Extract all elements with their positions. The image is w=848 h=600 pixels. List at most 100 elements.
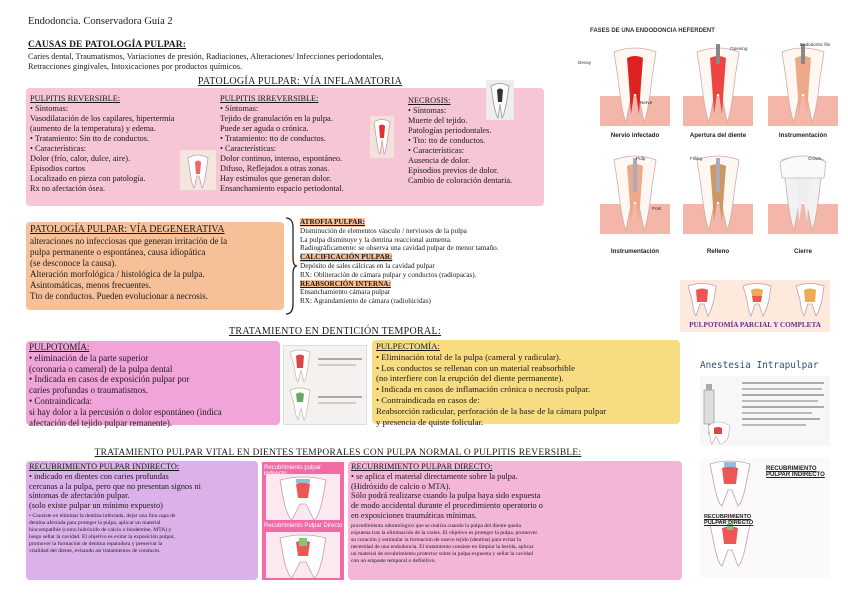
text-line: Reabsorción radicular, perforación de la… [376, 405, 607, 416]
text-line: Depósito de sales cálcicas en la cavidad… [300, 261, 435, 270]
causas-line: Caries dental, Traumatismos, Variaciones… [28, 52, 384, 61]
text-line: su curación y estimular la formación de … [351, 536, 521, 543]
text-line: promover la formación de dentina reparad… [29, 540, 163, 547]
text-line: Puede ser aguda o crónica. [220, 124, 309, 133]
text-line: síntomas de afectación pulpar. [29, 491, 130, 501]
pulpotomia: PULPOTOMÍA: • eliminación de la parte su… [29, 342, 279, 428]
fase-caption: Nervio infectado [610, 132, 660, 139]
reabsorcion-title: REABSORCIÓN INTERNA: [300, 279, 391, 289]
fase-tooth-icon [683, 44, 753, 126]
vital-heading: TRATAMIENTO PULPAR VITAL EN DIENTES TEMP… [94, 448, 582, 458]
causas-line: Retracciones gingivales, Intoxicaciones … [28, 62, 243, 71]
text-line: • Tratamiento: Sin tto de conductos. [30, 134, 150, 143]
anestesia-syringe-icon [703, 382, 824, 445]
text-line: Patologías periodontales. [408, 126, 492, 135]
pulpectomia-lines: • Eliminación total de la pulpa (cameral… [376, 352, 678, 428]
irreversible-lines: • Síntomas:Tejido de granulación en la p… [220, 104, 390, 194]
indirecto-lines: • indicado en dientes con caries profund… [29, 472, 257, 511]
degenerativa-heading: PATOLOGÍA PULPAR: VÍA DEGENERATIVA [30, 224, 225, 235]
text-line: necesidad de una endodoncia. El tratamie… [351, 543, 534, 550]
text-line: expuesta tras la eliminación de la carie… [351, 529, 538, 536]
text-line: Tejido de granulación en la pulpa. [220, 114, 333, 123]
text-line: Sólo podrá realizarse cuando la pulpa ha… [351, 491, 541, 501]
text-line: Episodios cortos [30, 164, 86, 173]
text-line: • se aplica el material directamente sob… [351, 471, 518, 481]
necrosis-title: NECROSIS: [408, 96, 451, 105]
pulpotomia-title: PULPOTOMÍA: [29, 342, 90, 352]
fase-caption: Instrumentación [610, 248, 660, 255]
text-line: • Síntomas: [30, 104, 69, 113]
pulpectomia: PULPECTOMÍA: • Eliminación total de la p… [376, 341, 678, 427]
text-line: Muerte del tejido. [408, 116, 468, 125]
fase-caption: Apertura del diente [689, 132, 747, 139]
fase-label: Pulp [636, 156, 646, 161]
fase-caption: Cierre [794, 248, 812, 255]
reversible-title: PULPITIS REVERSIBLE: [30, 94, 121, 103]
pulpotomia-image [283, 345, 367, 425]
rec-dir-tooth-icon [266, 532, 340, 578]
text-line: (no interfiere con la erupción del dient… [376, 373, 564, 384]
fase-caption: Instrumentación [778, 132, 828, 139]
directo-box [348, 461, 682, 580]
pulpectomia-box [372, 340, 680, 424]
anestesia-title: Anestesia Intrapulpar [700, 360, 819, 371]
fase-label: Endodontic file [800, 42, 831, 47]
pulpotomia-lines: • eliminación de la parte superior(coron… [29, 353, 279, 429]
degenerativa-types: ATROFIA PULPAR: Disminución de elementos… [300, 218, 580, 306]
pulpotomia-teeth-icon [687, 283, 825, 317]
recubrimiento-figure: RECUBRIMIENTO PULPAR INDIRECTO RECUBRIMI… [700, 458, 830, 578]
text-line: (aumento de la temperatura) y edema. [30, 124, 156, 133]
text-line: Ausencia de dolor. [408, 156, 470, 165]
fase-label: Decay [578, 60, 592, 65]
text-line: • Características: [30, 144, 87, 153]
temporal-heading: TRATAMIENTO EN DENTICIÓN TEMPORAL: [228, 326, 442, 337]
text-line: Ensanchamiento espacio periodontal. [220, 184, 344, 193]
text-line: si hay dolor a la percusión o dolor espo… [29, 406, 222, 417]
document-title: Endodoncia. Conservadora Guía 2 [28, 16, 173, 27]
text-line: • Consiste en eliminar la dentina infect… [29, 512, 176, 519]
pulpotomia-box [26, 341, 280, 425]
pulpectomia-title: PULPECTOMÍA: [376, 341, 440, 351]
fase-label: Post [652, 206, 662, 211]
text-line: • Características: [408, 146, 465, 155]
irreversible-title: PULPITIS IRREVERSIBLE: [220, 94, 319, 103]
fase-label: Crown [808, 156, 822, 161]
pulpitis-irreversible: PULPITIS IRREVERSIBLE: • Síntomas:Tejido… [220, 94, 390, 194]
rec-ind-tooth-icon [266, 474, 340, 520]
text-line: Cambio de coloración dentaria. [408, 176, 513, 185]
text-line: La pulpa disminuye y la dentina reaccion… [300, 235, 452, 244]
text-line: • Síntomas: [408, 106, 447, 115]
text-line: Ensanchamiento cámara pulpar [300, 288, 391, 297]
text-line: RX: Agrandamiento de cámara (radiolúcida… [300, 297, 431, 306]
text-line: • eliminación de la parte superior [29, 352, 149, 363]
atrofia-title: ATROFIA PULPAR: [300, 218, 366, 227]
atrofia-lines: Disminución de elementos vásculo / nervi… [300, 227, 580, 253]
text-line: alteraciones no infecciosas que generan … [30, 236, 228, 246]
text-line: • indicado en dientes con caries profund… [29, 471, 169, 481]
tooth-irreversible-icon [370, 116, 394, 158]
text-line: (Hidróxido de calcio o MTA). [351, 481, 451, 491]
directo-lines: • se aplica el material directamente sob… [351, 472, 681, 521]
text-line: • Los conductos se rellenan con un mater… [376, 362, 575, 373]
fase-tooth-icon [600, 47, 670, 126]
brace-icon [285, 217, 298, 315]
text-line: • Tratamiento: tto de conductos. [220, 134, 326, 143]
text-line: luego sellar la cavidad. El objetivo es … [29, 533, 175, 540]
causas-text: Caries dental, Traumatismos, Variaciones… [28, 52, 498, 72]
text-line: afectación del tejido pulpar remanente). [29, 417, 173, 428]
pulpitis-reversible: PULPITIS REVERSIBLE: • Síntomas:Vasodila… [30, 94, 220, 194]
recubrimiento-directo: RECUBRIMIENTO PULPAR DIRECTO: • se aplic… [351, 462, 681, 565]
text-line: y presencia de quiste folicular. [376, 416, 484, 427]
text-line: (se desconoce la causa). [30, 258, 117, 268]
pulpotomia-tooth-icon [289, 349, 362, 421]
recubrimiento-teeth-icon [709, 460, 751, 567]
recubrimiento-images: Recubrimiento pulpar indirecto Recubrimi… [262, 462, 344, 580]
text-line: RX: Obliteración de cámara pulpar y cond… [300, 270, 477, 279]
text-line: Difuso, Reflejados a otras zonas. [220, 164, 330, 173]
inflamatoria-heading: PATOLOGÍA PULPAR: VÍA INFLAMATORIA [197, 76, 403, 87]
tooth-necrosis-icon [486, 80, 514, 120]
text-line: Episodios previos de dolor. [408, 166, 499, 175]
text-line: pulpa permanente o espontánea, causa idi… [30, 247, 206, 257]
text-line: • Contraindicada: [29, 395, 92, 406]
text-line: biocompatible (como hidróxido de calcio … [29, 526, 172, 533]
